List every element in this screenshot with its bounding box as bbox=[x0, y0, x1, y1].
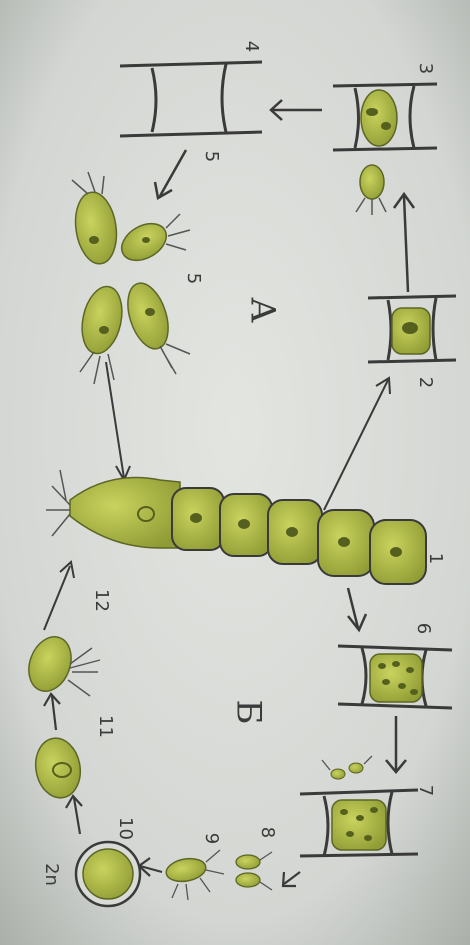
ploidy-label-2n: 2n bbox=[41, 863, 62, 886]
section-label-a: A bbox=[242, 298, 282, 323]
number-label-10: 10 bbox=[115, 817, 136, 840]
number-label-5-top: 5 bbox=[201, 151, 222, 162]
number-label-12: 12 bbox=[91, 589, 112, 612]
number-label-1: 1 bbox=[425, 553, 446, 564]
number-label-7: 7 bbox=[415, 785, 436, 796]
number-label-5-zoospore: 5 bbox=[183, 273, 204, 284]
number-label-4-top: 4 bbox=[241, 41, 262, 52]
section-label-b: Б bbox=[229, 700, 269, 725]
number-label-6: 6 bbox=[413, 623, 434, 634]
number-label-8: 8 bbox=[257, 827, 278, 838]
zygote-10 bbox=[76, 842, 140, 906]
number-label-9: 9 bbox=[201, 833, 222, 844]
number-label-3: 3 bbox=[415, 63, 436, 74]
number-label-11: 11 bbox=[95, 715, 116, 738]
number-label-2: 2 bbox=[415, 377, 436, 388]
